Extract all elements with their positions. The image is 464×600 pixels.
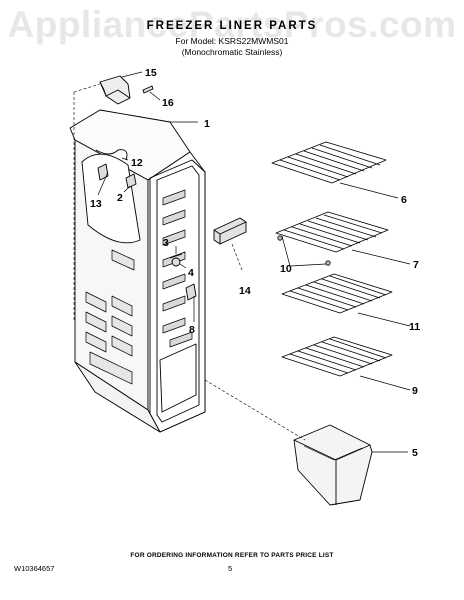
storage-bin <box>293 424 373 506</box>
callout-7: 7 <box>413 259 419 271</box>
wire-shelf-7 <box>275 211 389 266</box>
document-number: W10364657 <box>14 564 55 573</box>
callout-6: 6 <box>401 194 407 206</box>
clip-2 <box>125 173 137 189</box>
wire-shelf-11 <box>281 273 393 314</box>
callout-8: 8 <box>189 324 195 336</box>
leader-lines <box>97 71 411 453</box>
callout-labels: 1 2 3 4 5 6 7 8 9 10 11 12 13 14 15 16 <box>90 67 420 459</box>
callout-12: 12 <box>131 157 143 169</box>
wire-shelf-6 <box>271 141 387 184</box>
callout-5: 5 <box>412 447 418 459</box>
callout-1: 1 <box>204 118 210 130</box>
model-line: For Model: KSRS22MWMS01 <box>175 36 289 46</box>
thermistor <box>97 163 109 181</box>
callout-9: 9 <box>412 385 418 397</box>
callout-11: 11 <box>409 321 420 333</box>
liner-shelf-rails <box>162 189 193 348</box>
hinge-cover <box>99 75 131 105</box>
dashed-guide-lines <box>73 83 306 441</box>
wire-shelf-9 <box>281 336 393 377</box>
callout-13: 13 <box>90 198 102 210</box>
shelf-support-8 <box>185 283 197 301</box>
callout-3: 3 <box>163 237 169 249</box>
callout-16: 16 <box>162 97 174 109</box>
liner-back-panels <box>85 249 135 385</box>
callout-14: 14 <box>239 285 251 297</box>
screw <box>142 85 154 94</box>
model-variant: (Monochromatic Stainless) <box>181 47 283 57</box>
callout-2: 2 <box>117 192 123 204</box>
watermark: AppliancePartsPros.com <box>7 4 457 45</box>
ordering-note: FOR ORDERING INFORMATION REFER TO PARTS … <box>130 552 334 559</box>
callout-10: 10 <box>280 263 292 275</box>
shelf-support-3-4 <box>169 253 183 267</box>
page-number: 5 <box>228 564 233 573</box>
light-shield <box>213 217 247 245</box>
model-info: For Model: KSRS22MWMS01 (Monochromatic S… <box>0 36 464 58</box>
page-title: FREEZER LINER PARTS <box>146 20 318 32</box>
callout-4: 4 <box>188 267 194 279</box>
callout-15: 15 <box>145 67 157 79</box>
wire-harness <box>95 149 128 161</box>
